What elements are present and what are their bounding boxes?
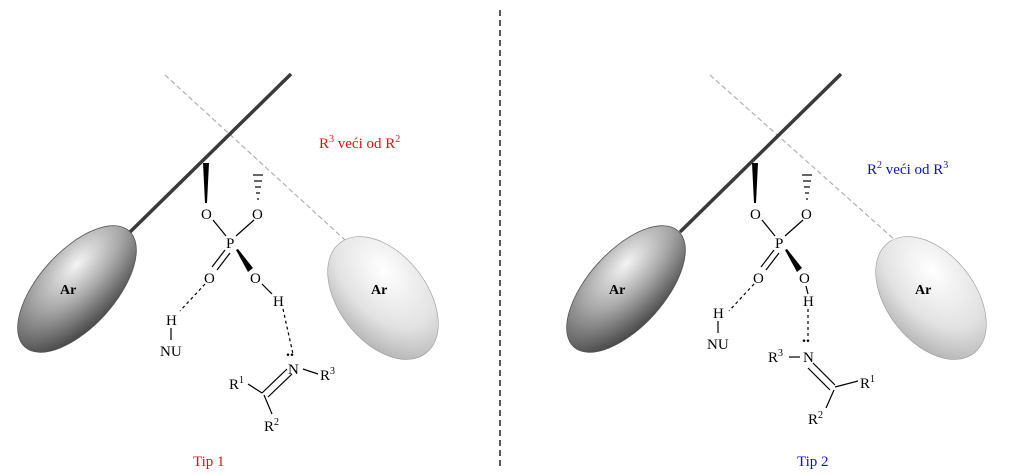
atom-o-left: O xyxy=(750,207,761,223)
lone-pair: .. xyxy=(802,329,810,346)
atom-o-right: O xyxy=(252,207,263,223)
atom-n: N xyxy=(803,350,814,366)
atom-h-acid: H xyxy=(273,294,284,310)
substituent-r2: R2 xyxy=(264,417,279,435)
aryl-ellipse-right: Ar xyxy=(327,236,439,360)
aryl-ellipse-left: Ar xyxy=(17,225,137,353)
wedge-bond xyxy=(203,163,209,203)
atom-nu: NU xyxy=(707,337,729,353)
atom-o-double: O xyxy=(204,271,215,287)
wedge-p-oh xyxy=(236,249,253,272)
atom-h-nu: H xyxy=(166,313,177,329)
ar-label-right: Ar xyxy=(371,283,387,298)
substituent-r1: R1 xyxy=(229,375,244,393)
guide-line xyxy=(709,74,896,241)
ar-label-left: Ar xyxy=(609,283,625,298)
lone-pair: .. xyxy=(286,343,294,360)
atom-n: N xyxy=(288,362,299,378)
caption-tip-2: Tip 2 xyxy=(797,454,829,470)
aryl-ellipse-left: Ar xyxy=(566,225,686,353)
ar-label-left: Ar xyxy=(60,283,76,298)
caption-tip-1: Tip 1 xyxy=(193,454,225,470)
atom-p: P xyxy=(226,236,234,252)
panel-tip-1: Ar Ar O O P O O H H xyxy=(17,72,439,470)
atom-o-hydroxyl: O xyxy=(799,271,810,287)
wedge-p-oh xyxy=(785,249,802,272)
aryl-ellipse-right: Ar xyxy=(875,236,987,360)
atom-h-acid: H xyxy=(803,294,814,310)
hbond-nu xyxy=(728,283,755,312)
atom-o-left: O xyxy=(201,207,212,223)
atom-h-nu: H xyxy=(713,306,724,322)
substituent-r3: R3 xyxy=(768,348,783,366)
panel-tip-2: Ar Ar O O P O O H H NU .. N xyxy=(566,72,987,470)
wedge-bond xyxy=(752,163,758,203)
substituent-r3: R3 xyxy=(320,366,335,384)
atom-o-hydroxyl: O xyxy=(250,271,261,287)
backbone-line xyxy=(678,72,843,234)
hbond-nu xyxy=(179,283,206,312)
substituent-r2: R2 xyxy=(808,410,823,428)
ar-label-right: Ar xyxy=(915,283,931,298)
hbond-imine xyxy=(282,308,294,355)
atom-o-right: O xyxy=(801,207,812,223)
note-tip-2: R2 veći od R3 xyxy=(867,160,948,178)
backbone-line xyxy=(128,72,293,234)
atom-o-double: O xyxy=(753,271,764,287)
guide-line xyxy=(164,74,346,241)
substituent-r1: R1 xyxy=(860,374,875,392)
hashed-bond xyxy=(802,174,812,200)
hashed-bond xyxy=(253,174,263,200)
note-tip-1: R3 veći od R2 xyxy=(319,134,400,152)
atom-p: P xyxy=(775,236,783,252)
atom-nu: NU xyxy=(160,344,182,360)
